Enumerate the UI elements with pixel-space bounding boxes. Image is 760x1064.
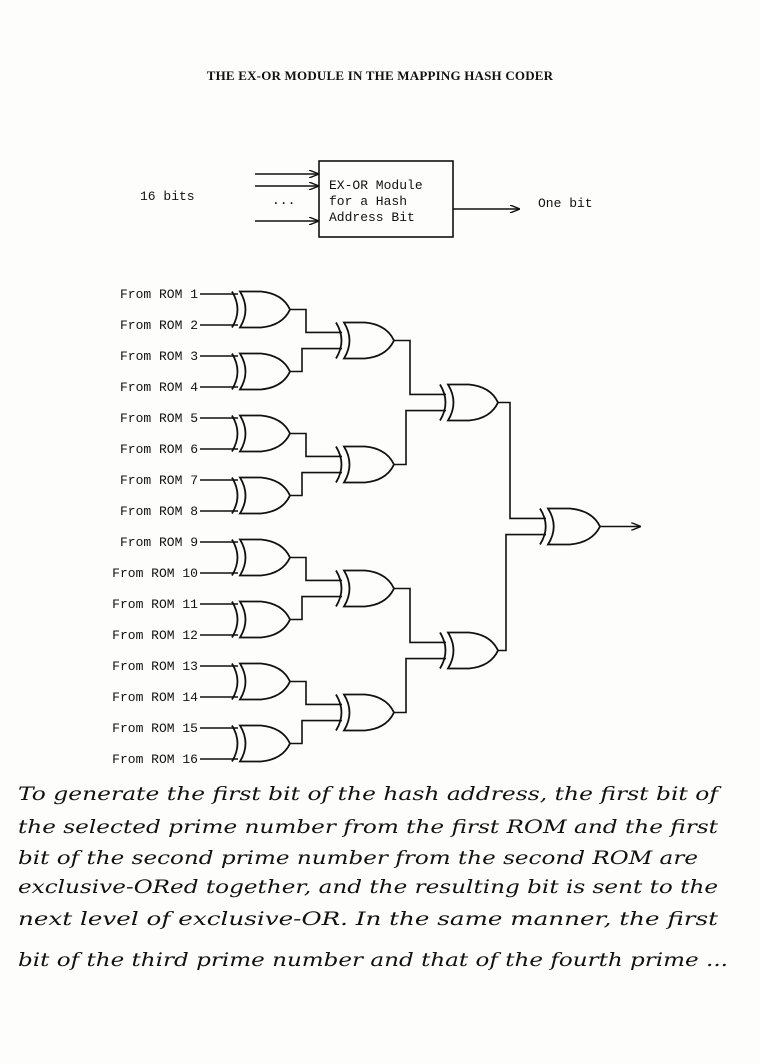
input-label-rom-15: From ROM 15 xyxy=(112,721,198,736)
xor-gate-level4-1-back-curve xyxy=(539,508,547,545)
xor-gate-level2-1-body xyxy=(342,321,395,360)
wire-l1-5-to-l2-3 xyxy=(290,556,342,582)
xor-gate-level1-8-back-curve xyxy=(231,725,239,762)
note-line-1: To generate the first bit of the hash ad… xyxy=(18,784,722,805)
xor-gate-level1-8-body xyxy=(238,724,291,763)
xor-gate-level1-1 xyxy=(231,290,291,329)
xor-gate-level1-7 xyxy=(231,662,291,701)
xor-gate-level2-1 xyxy=(335,321,395,360)
xor-gate-level1-6-back-curve xyxy=(231,601,239,638)
module-line-1: EX-OR Module xyxy=(329,178,423,193)
input-label-rom-1: From ROM 1 xyxy=(120,287,198,302)
xor-gate-level2-2-back-curve xyxy=(335,446,343,483)
note-line-5: next level of exclusive-OR. In the same … xyxy=(18,909,719,930)
note-line-4: exclusive-ORed together, and the resulti… xyxy=(18,877,718,898)
note-line-3: bit of the second prime number from the … xyxy=(18,848,698,869)
xor-gate-level1-4-back-curve xyxy=(231,477,239,514)
handwritten-note: To generate the first bit of the hash ad… xyxy=(18,784,728,971)
xor-gate-level1-1-body xyxy=(238,290,291,329)
wire-l1-8-to-l2-4 xyxy=(290,719,342,745)
input-label-rom-8: From ROM 8 xyxy=(120,504,198,519)
module-block-diagram: 16 bits ... EX-OR Module for a Hash Addr… xyxy=(140,160,593,238)
xor-gate-level3-2-back-curve xyxy=(439,632,447,669)
wire-l1-3-to-l2-2 xyxy=(290,432,342,458)
input-label-rom-16: From ROM 16 xyxy=(112,752,198,767)
wire-l1-6-to-l2-3 xyxy=(290,595,342,621)
input-bits-label: 16 bits xyxy=(140,189,195,204)
xor-gate-level2-4-body xyxy=(342,693,395,732)
xor-gate-level2-3-back-curve xyxy=(335,570,343,607)
input-dots: ... xyxy=(272,193,295,208)
input-label-rom-6: From ROM 6 xyxy=(120,442,198,457)
input-label-rom-12: From ROM 12 xyxy=(112,628,198,643)
xor-gate-level3-1-back-curve xyxy=(439,384,447,421)
xor-gate-level2-3 xyxy=(335,569,395,608)
xor-gate-level3-2-body xyxy=(446,631,499,670)
xor-gate-level1-2-body xyxy=(238,352,291,391)
input-label-rom-13: From ROM 13 xyxy=(112,659,198,674)
xor-gate-level2-2 xyxy=(335,445,395,484)
input-label-rom-5: From ROM 5 xyxy=(120,411,198,426)
xor-gate-level2-3-body xyxy=(342,569,395,608)
xor-gate-level3-2 xyxy=(439,631,499,670)
output-bit-label: One bit xyxy=(538,196,593,211)
xor-gate-level1-3-back-curve xyxy=(231,415,239,452)
xor-gate-level1-5-back-curve xyxy=(231,539,239,576)
wire-l3-1-to-l4-1 xyxy=(498,401,546,520)
exor-module-box xyxy=(318,160,454,238)
input-label-rom-10: From ROM 10 xyxy=(112,566,198,581)
xor-gate-level1-1-back-curve xyxy=(231,291,239,328)
input-label-rom-3: From ROM 3 xyxy=(120,349,198,364)
wire-l2-2-to-l3-1 xyxy=(394,409,446,466)
xor-gate-level1-4-body xyxy=(238,476,291,515)
input-label-rom-14: From ROM 14 xyxy=(112,690,198,705)
xor-gate-level1-4 xyxy=(231,476,291,515)
input-label-rom-9: From ROM 9 xyxy=(120,535,198,550)
xor-gate-level1-5 xyxy=(231,538,291,577)
input-label-rom-2: From ROM 2 xyxy=(120,318,198,333)
xor-gate-level1-7-body xyxy=(238,662,291,701)
wire-l1-4-to-l2-2 xyxy=(290,471,342,497)
wire-l1-2-to-l2-1 xyxy=(290,347,342,373)
xor-gate-level1-3-body xyxy=(238,414,291,453)
xor-gate-level4-1-body xyxy=(546,507,602,546)
xor-gate-level1-2-back-curve xyxy=(231,353,239,390)
wire-l2-3-to-l3-2 xyxy=(394,587,446,644)
xor-gate-level2-4-back-curve xyxy=(335,694,343,731)
xor-gate-level2-2-body xyxy=(342,445,395,484)
xor-gate-level1-7-back-curve xyxy=(231,663,239,700)
wire-l2-4-to-l3-2 xyxy=(394,657,446,714)
xor-gate-level4-1 xyxy=(539,507,602,546)
xor-gate-level1-5-body xyxy=(238,538,291,577)
module-line-2: for a Hash xyxy=(329,194,407,209)
xor-gate-level3-1-body xyxy=(446,383,499,422)
input-label-rom-7: From ROM 7 xyxy=(120,473,198,488)
xor-gate-level1-6-body xyxy=(238,600,291,639)
xor-gate-level1-2 xyxy=(231,352,291,391)
xor-gate-level2-1-back-curve xyxy=(335,322,343,359)
xor-gate-level3-1 xyxy=(439,383,499,422)
input-label-rom-11: From ROM 11 xyxy=(112,597,198,612)
page-title: THE EX-OR MODULE IN THE MAPPING HASH COD… xyxy=(206,68,554,83)
xor-gate-level2-4 xyxy=(335,693,395,732)
wire-l1-7-to-l2-4 xyxy=(290,680,342,706)
xor-gate-level1-3 xyxy=(231,414,291,453)
xor-gate-tree: From ROM 1 From ROM 2 From ROM 3 From ROM 4… xyxy=(112,287,640,767)
input-label-rom-4: From ROM 4 xyxy=(120,380,198,395)
wire-l3-2-to-l4-1 xyxy=(498,533,546,652)
xor-gate-level1-6 xyxy=(231,600,291,639)
wire-l1-1-to-l2-1 xyxy=(290,308,342,334)
xor-gate-level1-8 xyxy=(231,724,291,763)
module-line-3: Address Bit xyxy=(329,210,415,225)
note-line-6: bit of the third prime number and that o… xyxy=(18,950,728,971)
note-line-2: the selected prime number from the first… xyxy=(18,817,719,838)
wire-l2-1-to-l3-1 xyxy=(394,339,446,396)
